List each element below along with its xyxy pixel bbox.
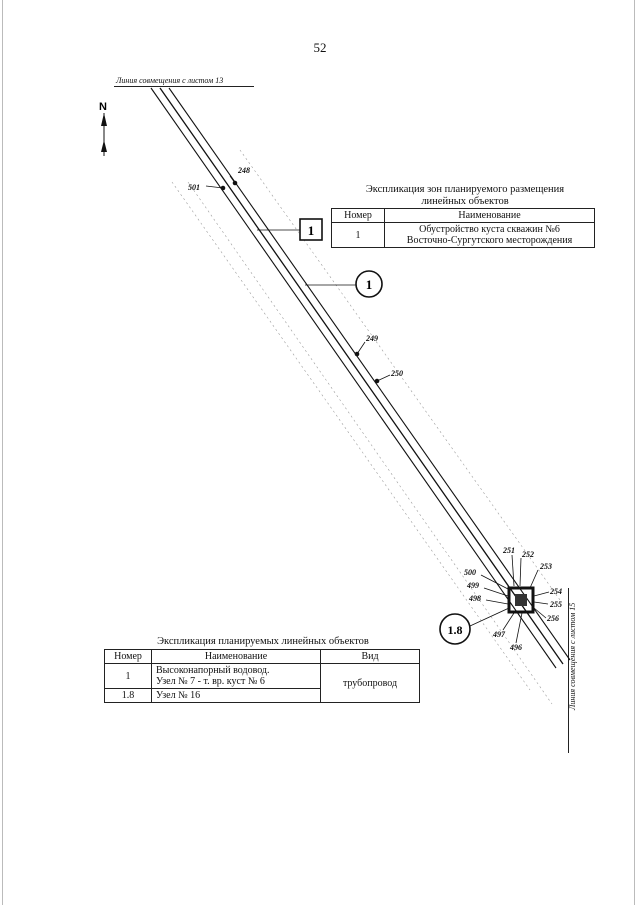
object-callout-label: 1 [366, 277, 373, 292]
match-line-top [114, 86, 254, 87]
label-248: 248 [237, 166, 250, 175]
match-line-top-label: Линия совмещения с листом 13 [116, 76, 224, 85]
label-255: 255 [549, 600, 562, 609]
lines-row1-name-line2: Узел № 7 - т. вр. куст № 6 [156, 676, 265, 687]
table-row: 1 Высоконапорный водовод. Узел № 7 - т. … [104, 663, 420, 703]
lines-row1-kind: трубопровод [320, 663, 420, 703]
lines-row1-name-line1: Высоконапорный водовод. [156, 665, 270, 676]
table-row: 1.8 Узел № 16 [104, 688, 420, 703]
zones-table-title: Экспликация зон планируемого размещения … [330, 184, 600, 208]
label-249: 249 [365, 334, 378, 343]
point-labels: 248 501 249 250 251 252 253 254 255 256 … [188, 166, 562, 652]
lines-table-title: Экспликация планируемых линейных объекто… [157, 636, 369, 647]
north-arrow-icon: N [99, 101, 107, 156]
label-496: 496 [509, 643, 522, 652]
label-500: 500 [464, 568, 476, 577]
page-border-right [634, 0, 635, 905]
zones-row-num: 1 [331, 222, 385, 248]
node-callout: 1.8 [439, 607, 510, 645]
north-label: N [99, 101, 107, 113]
label-501: 501 [188, 183, 200, 192]
page-border-left [2, 0, 3, 905]
zones-row-name: Обустройство куста скважин №6 Восточно-С… [384, 222, 595, 248]
label-256: 256 [546, 614, 559, 623]
label-251: 251 [502, 546, 515, 555]
lines-row1-name: Высоконапорный водовод. Узел № 7 - т. вр… [151, 663, 321, 689]
node-callout-label: 1.8 [448, 623, 463, 637]
lines-table: Номер Наименование Вид 1 Высоконапорный … [104, 649, 420, 703]
zones-table-title-line2: линейных объектов [421, 196, 509, 207]
lines-header-kind: Вид [320, 649, 420, 664]
zone-callout: 1 [257, 218, 323, 241]
label-250: 250 [390, 369, 403, 378]
lines-row2-num: 1.8 [104, 688, 152, 703]
zones-header-name: Наименование [384, 208, 595, 223]
label-252: 252 [521, 550, 534, 559]
object-callout: 1 [305, 270, 383, 298]
node-1-8-square [507, 586, 535, 614]
lines-header-name: Наименование [151, 649, 321, 664]
label-499: 499 [466, 581, 479, 590]
page-number: 52 [313, 40, 327, 55]
label-498: 498 [468, 594, 481, 603]
zones-table-title-line1: Экспликация зон планируемого размещения [365, 184, 565, 195]
lines-row1-num: 1 [104, 663, 152, 689]
zones-row-name-line1: Обустройство куста скважин №6 [419, 224, 560, 235]
zone-callout-label: 1 [308, 223, 315, 238]
label-254: 254 [549, 587, 562, 596]
label-497: 497 [492, 630, 506, 639]
label-253: 253 [539, 562, 552, 571]
pipeline-corridor [150, 87, 571, 669]
zones-row-name-line2: Восточно-Сургутского месторождения [406, 235, 573, 246]
table-row: 1 Обустройство куста скважин №6 Восточно… [331, 222, 595, 248]
lines-header-num: Номер [104, 649, 152, 664]
match-line-right [568, 588, 569, 753]
lines-row2-name: Узел № 16 [151, 688, 321, 703]
point-leaders [205, 175, 550, 644]
zones-table: Номер Наименование 1 Обустройство куста … [331, 208, 595, 248]
zones-header-num: Номер [331, 208, 385, 223]
survey-lines [171, 149, 561, 705]
